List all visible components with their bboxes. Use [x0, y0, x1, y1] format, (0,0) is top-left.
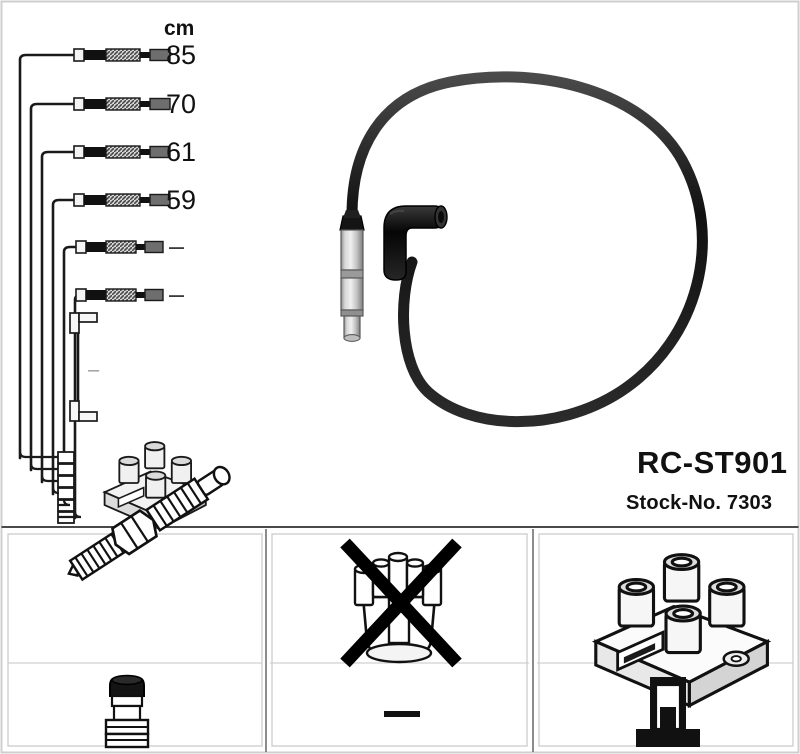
flat-terminal-connector-icon [636, 677, 700, 747]
lead-length-7-extra: – [88, 359, 100, 381]
part-number: RC-ST901 [637, 445, 788, 480]
lead-length-2: 70 [166, 89, 197, 119]
lead-row-7-short-vertical [69, 312, 98, 422]
coil-end-terminals-group [18, 451, 82, 524]
main-ignition-lead-illustration [339, 71, 708, 428]
lead-row-1 [18, 48, 171, 460]
lead-length-4: 59 [166, 185, 197, 215]
lead-length-6: – [169, 279, 185, 309]
stock-number: Stock-No. 7303 [626, 492, 773, 514]
lead-length-3: 61 [166, 137, 197, 167]
distributor-cap-crossed-out-icon [340, 538, 462, 668]
lead-rows-group [18, 48, 171, 520]
lead-length-5: – [169, 231, 185, 261]
spark-plug-boot-icon [104, 674, 150, 749]
unit-header-cm: cm [164, 17, 195, 40]
ignition-lead-loop-cable [346, 71, 708, 428]
lead-row-2 [29, 97, 171, 472]
spark-plug-icon [67, 465, 231, 582]
lead-row-5 [62, 240, 164, 508]
lead-length-1: 85 [166, 40, 197, 70]
right-angle-spark-plug-boot [383, 205, 448, 281]
lead-row-3 [40, 145, 171, 484]
shielded-straight-connector [339, 210, 365, 342]
lead-row-6 [73, 288, 164, 520]
ignition-coil-pack-icon [591, 553, 772, 709]
cross-out-mark [340, 538, 462, 668]
lead-row-4 [51, 193, 171, 496]
dash-icon [384, 711, 420, 717]
